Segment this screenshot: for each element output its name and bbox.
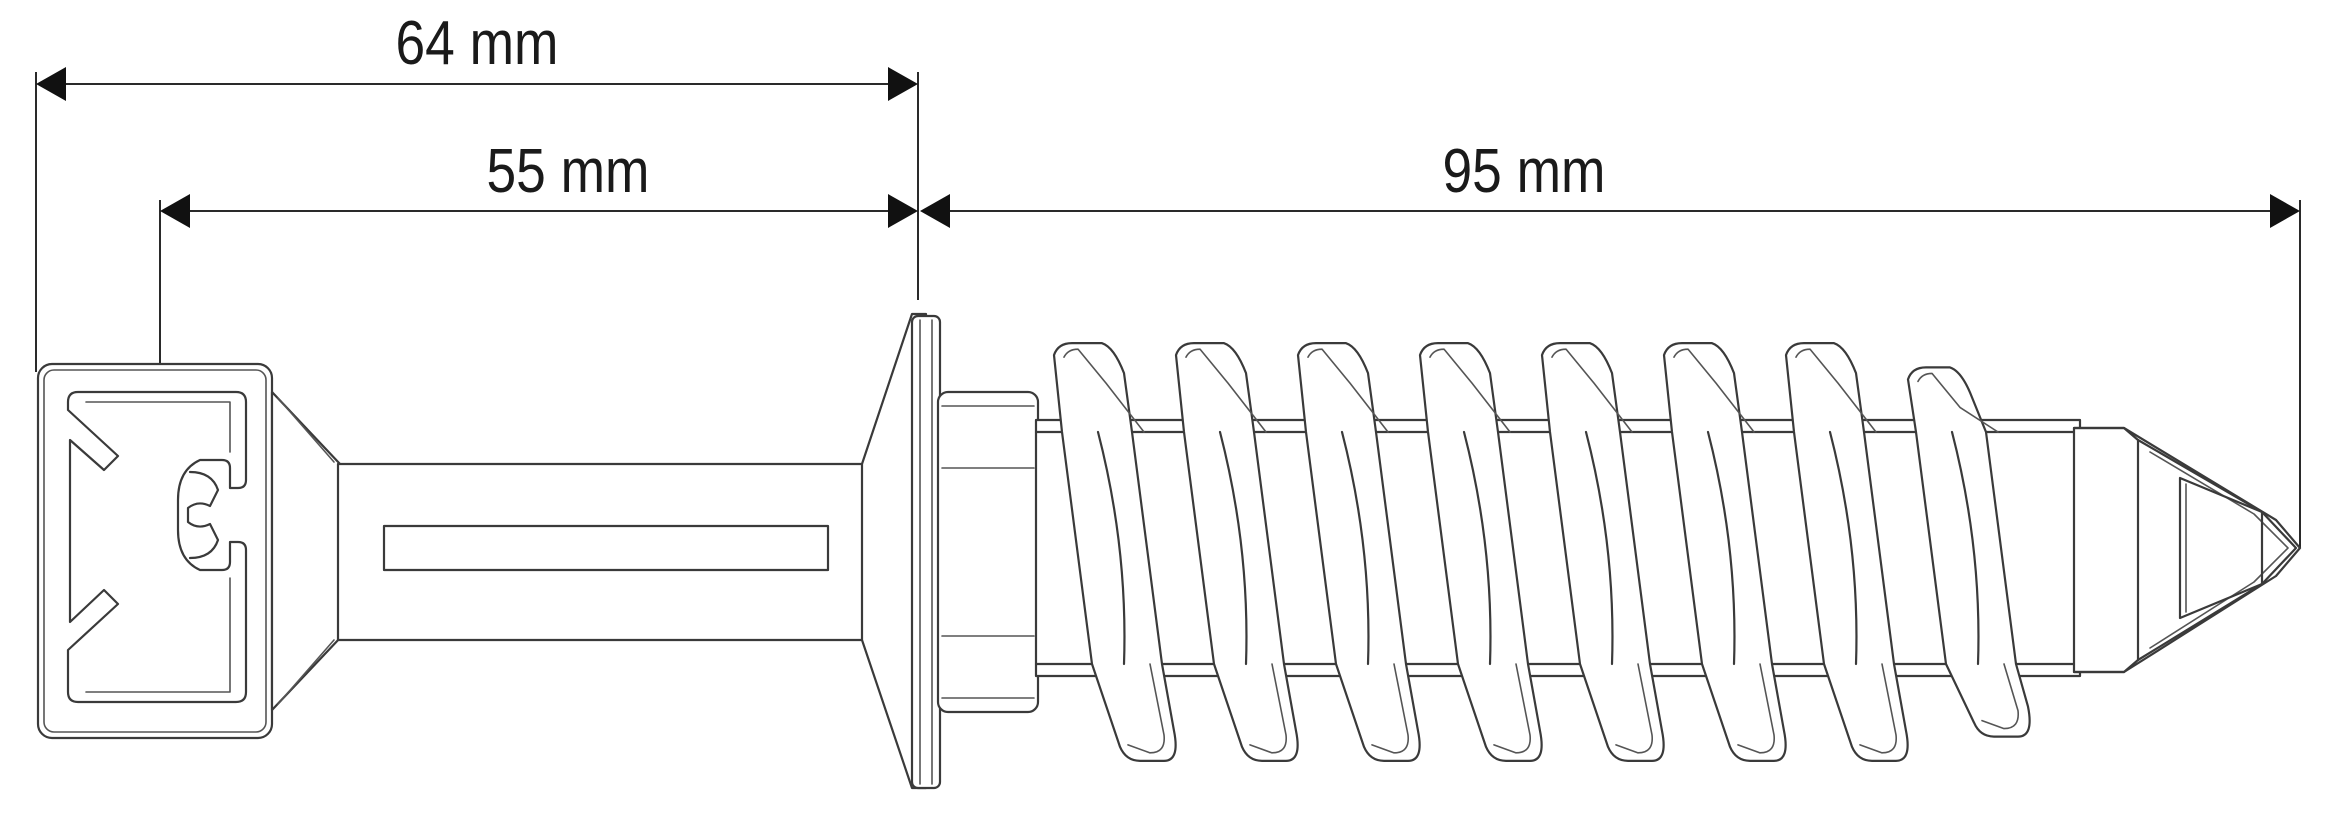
screw-hex-section xyxy=(936,390,1040,714)
thread-flight-edge xyxy=(1429,348,1532,754)
thread-helix-line xyxy=(1828,430,1858,666)
thread-flight-edge xyxy=(1307,348,1410,754)
screw-collar xyxy=(860,312,942,790)
thread-helix-line xyxy=(1950,430,1980,666)
thread-flight xyxy=(1052,342,1177,762)
shank-slot xyxy=(382,524,830,572)
thread-helix-line xyxy=(1584,430,1614,666)
thread-helix-line xyxy=(1218,430,1248,666)
thread-flight xyxy=(1540,342,1665,762)
arrowhead-right xyxy=(2270,194,2300,228)
screw-grip-head xyxy=(36,362,274,740)
thread-flight-edge xyxy=(1917,372,2020,730)
screw-neck xyxy=(270,390,342,712)
arrowhead-right xyxy=(888,194,918,228)
thread-flight xyxy=(1784,342,1909,762)
thread-helix-line xyxy=(1706,430,1736,666)
dimension-label-64mm: 64 mm xyxy=(396,9,559,78)
thread-flight xyxy=(1174,342,1299,762)
screw-thread-flights xyxy=(1052,342,2031,762)
thread-flight-edge xyxy=(1795,348,1898,754)
thread-flight-edge xyxy=(1551,348,1654,754)
washer xyxy=(910,314,942,790)
screw-shank xyxy=(336,462,868,642)
screw-tip xyxy=(2072,426,2302,674)
dimension-label-55mm: 55 mm xyxy=(487,137,650,206)
thread-flight xyxy=(1418,342,1543,762)
arrowhead-right xyxy=(888,67,918,101)
arrowhead-left xyxy=(36,67,66,101)
dimension-label-95mm: 95 mm xyxy=(1443,137,1606,206)
thread-helix-line xyxy=(1462,430,1492,666)
dimension-55mm: 55 mm xyxy=(159,137,918,560)
thread-flight xyxy=(1662,342,1787,762)
thread-helix-line xyxy=(1340,430,1370,666)
dimension-64mm: 64 mm xyxy=(35,9,919,372)
arrowhead-left xyxy=(920,194,950,228)
thread-flight xyxy=(1296,342,1421,762)
thread-flight-edge xyxy=(1063,348,1166,754)
dimension-95mm: 95 mm xyxy=(920,137,2301,548)
thread-flight-edge xyxy=(1185,348,1288,754)
thread-flight xyxy=(1906,366,2031,738)
thread-helix-line xyxy=(1096,430,1126,666)
arrowhead-left xyxy=(160,194,190,228)
thread-flight-edge xyxy=(1673,348,1776,754)
